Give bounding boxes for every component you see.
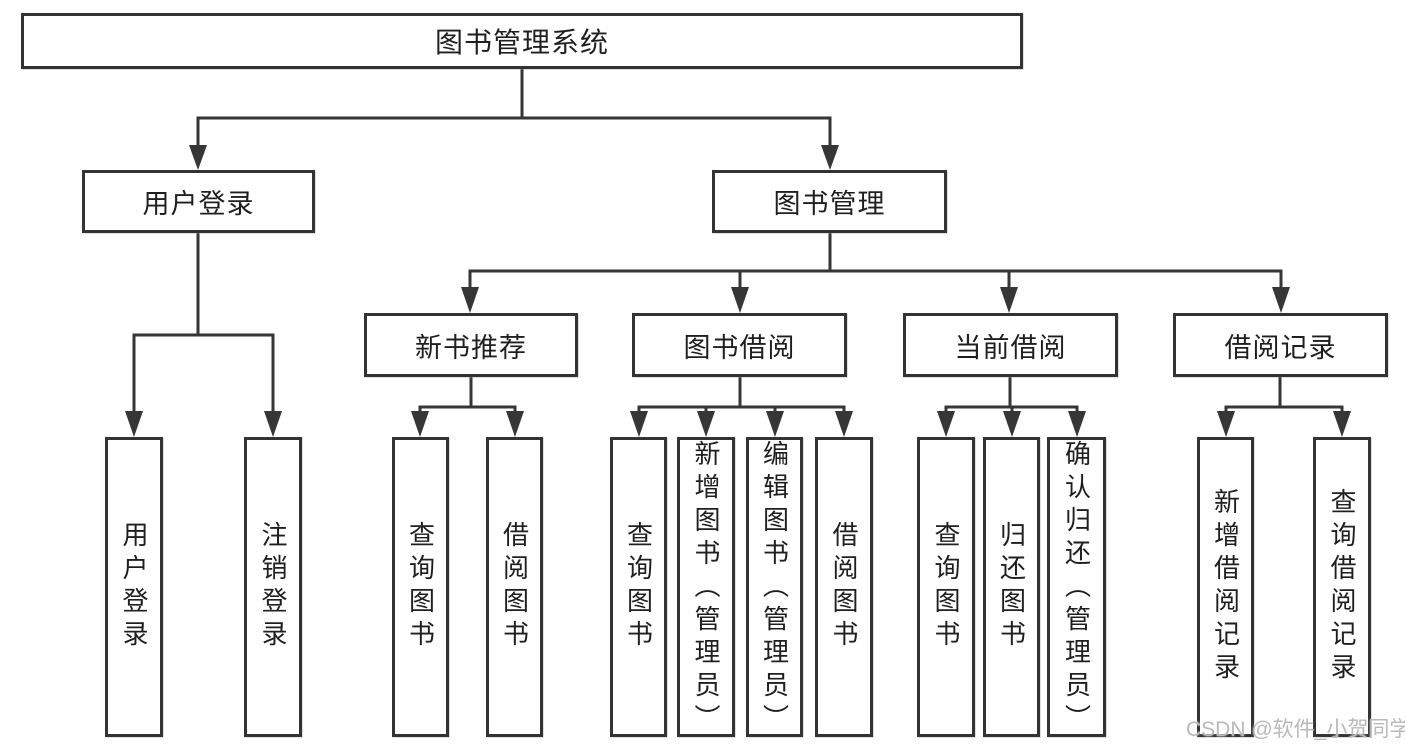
leaf-logout: 注销登录 bbox=[244, 437, 302, 737]
leaf-return-books: 归还图书 bbox=[983, 437, 1040, 737]
leaf-add-books-admin: 新增图书（管理员） bbox=[677, 437, 735, 737]
leaf-borrow-books: 借阅图书 bbox=[815, 437, 873, 737]
csdn-watermark: CSDN @软件_小贺同学 bbox=[1186, 718, 1405, 741]
node-root-library-system: 图书管理系统 bbox=[21, 13, 1023, 69]
node-new-book-recommend: 新书推荐 bbox=[364, 313, 578, 377]
leaf-user-login: 用户登录 bbox=[105, 437, 163, 737]
node-book-borrow: 图书借阅 bbox=[632, 313, 847, 377]
node-current-borrow: 当前借阅 bbox=[903, 313, 1118, 377]
leaf-confirm-return-admin: 确认归还（管理员） bbox=[1047, 437, 1106, 737]
node-user-login: 用户登录 bbox=[82, 170, 315, 233]
node-book-management: 图书管理 bbox=[712, 170, 947, 233]
leaf-query-books-current: 查询图书 bbox=[917, 437, 975, 737]
leaf-query-borrow-record: 查询借阅记录 bbox=[1313, 437, 1371, 737]
leaf-add-borrow-record: 新增借阅记录 bbox=[1197, 437, 1254, 737]
node-borrow-records: 借阅记录 bbox=[1173, 313, 1388, 377]
leaf-query-books-recommend: 查询图书 bbox=[392, 437, 449, 737]
leaf-query-books-borrow: 查询图书 bbox=[610, 437, 667, 737]
leaf-edit-books-admin: 编辑图书（管理员） bbox=[746, 437, 803, 737]
leaf-borrow-books-recommend: 借阅图书 bbox=[486, 437, 543, 737]
